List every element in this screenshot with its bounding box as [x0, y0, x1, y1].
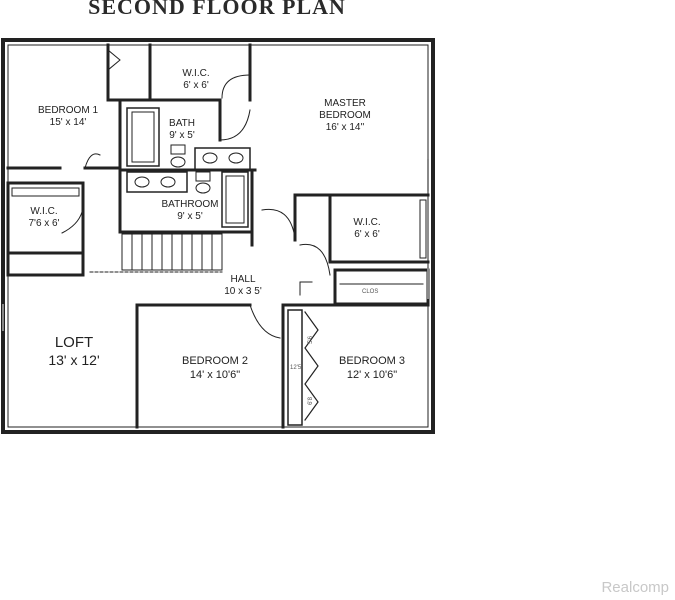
closet [333, 268, 430, 306]
room-master-bedroom: MASTER BEDROOM 16' x 14'' [319, 98, 371, 134]
toilet-tank [170, 144, 186, 155]
room-bedroom-1: BEDROOM 1 15' x 14' [38, 105, 98, 129]
room-name: W.I.C. [182, 68, 210, 79]
room-name: BATHROOM [161, 199, 219, 210]
toilet [170, 156, 186, 168]
room-wic-right: W.I.C. 6' x 6' [353, 217, 380, 241]
dimension-note: 12'5 [290, 365, 302, 371]
shower [221, 171, 249, 228]
room-dimensions: 9' x 5' [177, 211, 203, 222]
toilet [195, 182, 211, 194]
sink [160, 176, 176, 188]
stairs [121, 233, 223, 271]
room-dimensions: 7'6 x 6' [28, 218, 60, 229]
toilet-tank [195, 171, 211, 182]
room-name-line-2: BEDROOM [319, 110, 371, 121]
bifold-door [304, 311, 319, 421]
door-swing [219, 109, 251, 141]
dimension-note: 5'6 [307, 336, 314, 344]
room-bedroom-3: BEDROOM 3 12' x 10'6" [339, 354, 405, 382]
plan-title: SECOND FLOOR PLAN [88, 0, 346, 19]
room-dimensions: 15' x 14' [49, 117, 87, 128]
linen-closet [6, 251, 85, 277]
room-name: W.I.C. [30, 206, 58, 217]
exterior-wall [1, 38, 435, 434]
room-name: BEDROOM 3 [338, 355, 406, 367]
vanity [126, 171, 188, 193]
room-dimensions: 13' x 12' [48, 352, 100, 368]
room-dimensions: 9' x 5' [169, 130, 195, 141]
bathtub-inner [131, 111, 155, 163]
room-dimensions: 6' x 6' [183, 80, 209, 91]
room-name: MASTER [324, 98, 366, 109]
room-dimensions: 16' x 14'' [325, 122, 365, 133]
room-bedroom-2: BEDROOM 2 14' x 10'6" [182, 354, 248, 382]
door-swing [221, 74, 251, 99]
sink [228, 152, 244, 164]
room-bathroom: BATHROOM 9' x 5' [161, 199, 218, 223]
door-swing [61, 211, 83, 234]
closet-shelf [11, 187, 80, 197]
sink [134, 176, 150, 188]
sink [202, 152, 218, 164]
shower-inner [225, 175, 245, 224]
room-dimensions: 10 x 3 5' [224, 286, 262, 297]
door-swing [299, 281, 313, 296]
room-name: BATH [169, 118, 195, 129]
room-hall: HALL 10 x 3 5' [224, 274, 262, 298]
closet-shelf [419, 199, 427, 259]
room-bath: BATH 9' x 5' [169, 118, 195, 142]
room-dimensions: 12' x 10'6" [346, 369, 398, 381]
room-name: W.I.C. [353, 217, 381, 228]
room-dimensions: 6' x 6' [354, 229, 380, 240]
door-swing [84, 153, 101, 169]
door-swing [249, 304, 281, 339]
watermark-text: Realcomp [601, 579, 669, 596]
room-loft: LOFT 13' x 12' [48, 334, 99, 369]
room-name: LOFT [54, 334, 94, 351]
closet-b3 [287, 309, 303, 426]
room-name: BEDROOM 1 [37, 105, 99, 116]
room-name: HALL [230, 274, 256, 285]
room-wic-left: W.I.C. 7'6 x 6' [28, 206, 59, 230]
door-swing [261, 208, 296, 239]
room-dimensions: 14' x 10'6" [189, 369, 241, 381]
door-swing [299, 243, 331, 276]
door-swing [107, 49, 121, 71]
bathtub [126, 107, 160, 167]
closet-note: CLOS [362, 289, 379, 295]
dimension-note: 6'8 [307, 397, 314, 405]
room-name: BEDROOM 2 [181, 355, 249, 367]
room-wic-top: W.I.C. 6' x 6' [182, 68, 209, 92]
